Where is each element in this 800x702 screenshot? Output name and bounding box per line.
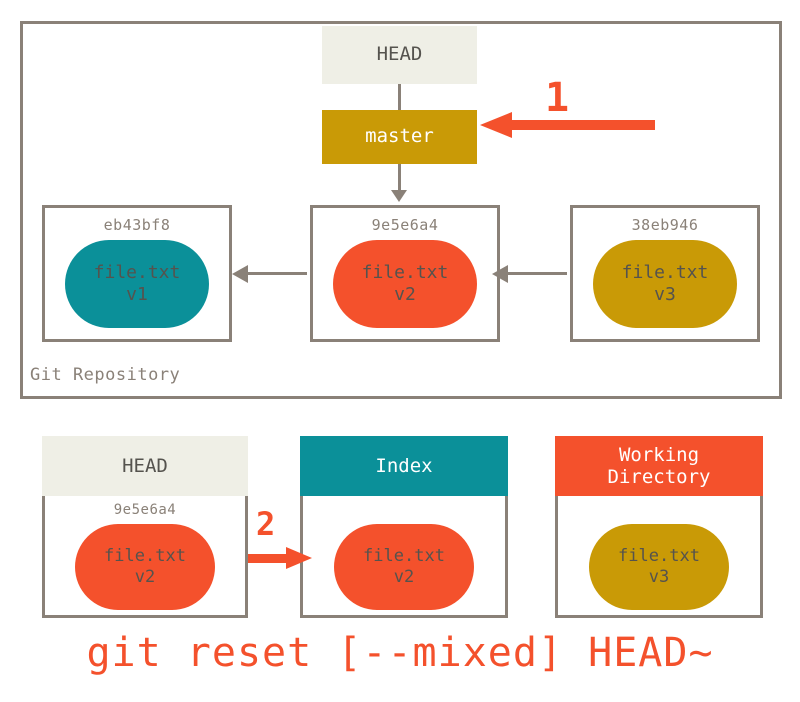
master-to-commit-connector — [398, 164, 401, 194]
commit-hash: eb43bf8 — [103, 216, 171, 234]
commit-blob: file.txt v2 — [333, 240, 477, 328]
area-header-working-directory: Working Directory — [555, 436, 763, 496]
commit-box: eb43bf8 file.txt v1 — [42, 205, 232, 342]
area-body-index: file.txt v2 — [300, 496, 508, 618]
annotation-2-label: 2 — [256, 505, 276, 543]
annotation-1-arrow-shaft — [510, 120, 655, 130]
area-header-head: HEAD — [42, 436, 248, 496]
git-repository-label: Git Repository — [30, 365, 181, 385]
area-commit-hash: 9e5e6a4 — [113, 502, 177, 518]
commit-parent-link — [505, 272, 567, 275]
commit-box: 9e5e6a4 file.txt v2 — [310, 205, 500, 342]
blob-version: v2 — [394, 284, 416, 305]
command-caption: git reset [--mixed] HEAD~ — [86, 630, 714, 676]
area-blob: file.txt v2 — [334, 524, 474, 610]
commit-box: 38eb946 file.txt v3 — [570, 205, 760, 342]
area-header-index: Index — [300, 436, 508, 496]
area-blob: file.txt v3 — [589, 524, 729, 610]
blob-version: v1 — [126, 284, 148, 305]
head-pointer-box: HEAD — [322, 26, 477, 84]
blob-filename: file.txt — [618, 545, 700, 566]
annotation-2-arrow-shaft — [248, 554, 286, 563]
annotation-1-arrow-head-icon — [480, 112, 512, 138]
blob-version: v3 — [648, 567, 670, 587]
commit-parent-link — [245, 272, 307, 275]
commit-parent-arrow-head-icon — [492, 265, 508, 283]
blob-filename: file.txt — [363, 545, 445, 566]
blob-filename: file.txt — [104, 545, 186, 566]
blob-filename: file.txt — [93, 261, 181, 283]
area-body-head: 9e5e6a4 file.txt v2 — [42, 496, 248, 618]
commit-blob: file.txt v3 — [593, 240, 737, 328]
commit-hash: 9e5e6a4 — [371, 216, 439, 234]
commit-blob: file.txt v1 — [65, 240, 209, 328]
master-arrow-head-icon — [391, 190, 407, 202]
master-branch-box: master — [322, 110, 477, 164]
commit-parent-arrow-head-icon — [232, 265, 248, 283]
git-repository-frame — [20, 21, 782, 399]
annotation-2-arrow-head-icon — [286, 547, 312, 569]
annotation-1-label: 1 — [545, 75, 570, 121]
area-body-working-directory: file.txt v3 — [555, 496, 763, 618]
blob-version: v3 — [654, 284, 676, 305]
blob-filename: file.txt — [621, 261, 709, 283]
commit-hash: 38eb946 — [631, 216, 699, 234]
blob-filename: file.txt — [361, 261, 449, 283]
blob-version: v2 — [134, 567, 156, 587]
head-to-master-connector — [398, 84, 401, 110]
area-blob: file.txt v2 — [75, 524, 215, 610]
blob-version: v2 — [393, 567, 415, 587]
